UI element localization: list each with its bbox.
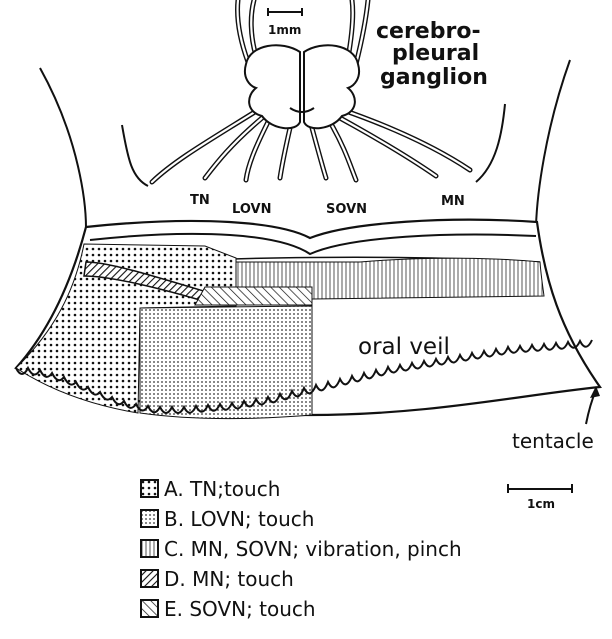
ganglion-label-line2: pleural	[392, 41, 479, 66]
ganglion-label: cerebro- pleural ganglion	[376, 19, 488, 90]
oral-veil-label: oral veil	[358, 334, 450, 360]
legend-swatch-e	[140, 599, 160, 619]
cerebropleural-ganglion	[245, 45, 359, 128]
nerve-label-sovn: SOVN	[326, 202, 367, 217]
nerve-label-lovn: LOVN	[232, 202, 271, 217]
legend-item-a: A. TN;touch	[140, 474, 610, 504]
legend-text-c: C. MN, SOVN; vibration, pinch	[164, 537, 462, 561]
legend-text-d: D. MN; touch	[164, 567, 294, 591]
legend-item-b: B. LOVN; touch	[140, 504, 610, 534]
scale-bar-top-label: 1mm	[268, 23, 301, 37]
legend-text-b: B. LOVN; touch	[164, 507, 314, 531]
ganglion-label-line3: ganglion	[380, 65, 488, 90]
nerve-labels: TN LOVN SOVN MN	[190, 193, 465, 217]
tentacle-label: tentacle	[512, 429, 594, 453]
scale-bar-top: 1mm	[268, 8, 302, 37]
zone-b	[140, 306, 312, 419]
legend: A. TN;touch B. LOVN; touch C. MN, SOVN; …	[140, 474, 610, 624]
legend-text-e: E. SOVN; touch	[164, 597, 316, 621]
legend-swatch-a	[140, 479, 160, 499]
legend-swatch-c	[140, 539, 160, 559]
legend-item-d: D. MN; touch	[140, 564, 610, 594]
legend-text-a: A. TN;touch	[164, 477, 280, 501]
nerve-label-mn: MN	[441, 194, 465, 209]
oral-veil-region	[16, 220, 600, 419]
legend-item-e: E. SOVN; touch	[140, 594, 610, 624]
zone-e	[195, 287, 312, 305]
legend-item-c: C. MN, SOVN; vibration, pinch	[140, 534, 610, 564]
nerve-label-tn: TN	[190, 193, 210, 208]
legend-swatch-b	[140, 509, 160, 529]
legend-swatch-d	[140, 569, 160, 589]
